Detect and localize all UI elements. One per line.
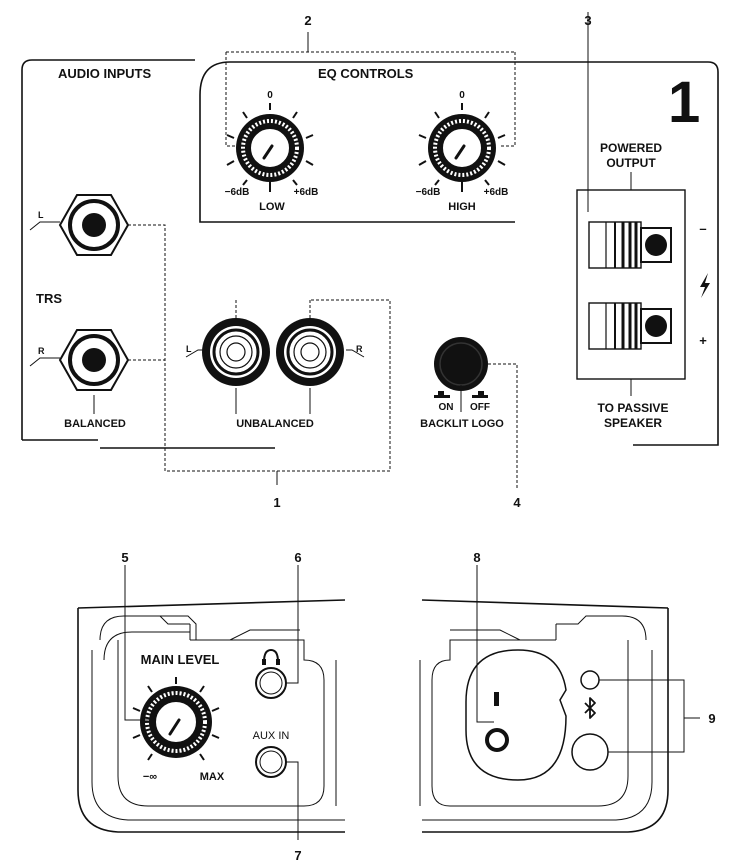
- callout-8: 8: [473, 550, 480, 565]
- trs-label: TRS: [36, 291, 62, 306]
- rca-right-tag: R: [356, 344, 363, 354]
- trs-right-jack[interactable]: [58, 329, 130, 391]
- low-knob-min-label: −6dB: [225, 187, 250, 198]
- high-knob-label: HIGH: [448, 201, 476, 213]
- powered-output-line2: OUTPUT: [606, 156, 656, 170]
- lightning-icon: [700, 273, 710, 298]
- low-knob-center-label: 0: [267, 90, 273, 101]
- callout-3: 3: [584, 13, 591, 28]
- bottom-right-panel: [419, 565, 700, 833]
- bluetooth-icon: [584, 697, 596, 719]
- backlit-logo-button[interactable]: [434, 337, 488, 391]
- powered-output-line1: POWERED: [600, 141, 662, 155]
- rca-left-jack[interactable]: [202, 318, 270, 386]
- rca-right-jack[interactable]: [276, 318, 344, 386]
- high-eq-knob[interactable]: [418, 103, 506, 192]
- low-knob-max-label: +6dB: [294, 187, 319, 198]
- callout-6: 6: [294, 550, 301, 565]
- callout-1: 1: [273, 495, 280, 510]
- power-on-mark: [494, 692, 499, 706]
- callout-9: 9: [708, 711, 715, 726]
- high-knob-max-label: +6dB: [484, 187, 509, 198]
- backlit-on-label: ON: [439, 402, 454, 413]
- rca-left-tag: L: [186, 344, 192, 354]
- main-level-knob[interactable]: [132, 677, 220, 761]
- callout-4: 4: [513, 495, 521, 510]
- power-switch[interactable]: [465, 649, 567, 781]
- main-level-label: MAIN LEVEL: [141, 652, 220, 667]
- unbalanced-label: UNBALANCED: [236, 418, 314, 430]
- bluetooth-pair-button[interactable]: [571, 733, 609, 771]
- high-knob-center-label: 0: [459, 90, 465, 101]
- trs-left-tag: L: [38, 210, 44, 220]
- low-knob-label: LOW: [259, 201, 285, 213]
- bottom-left-panel: MAIN LEVEL −∞ MAX: [77, 565, 346, 840]
- callout-7: 7: [294, 848, 301, 863]
- aux-in-jack[interactable]: [255, 746, 287, 778]
- speaker-terminal-minus[interactable]: [588, 221, 672, 269]
- eq-controls-label: EQ CONTROLS: [318, 66, 414, 81]
- top-panel: AUDIO INPUTS EQ CONTROLS 1: [21, 12, 719, 490]
- headphone-jack[interactable]: [255, 667, 287, 699]
- power-off-mark: [485, 728, 509, 752]
- passive-speaker-line2: SPEAKER: [604, 416, 662, 430]
- terminal-plus-label: +: [699, 333, 707, 348]
- backlit-off-label: OFF: [470, 402, 490, 413]
- backlit-logo-label: BACKLIT LOGO: [420, 418, 504, 430]
- bluetooth-indicator-led: [580, 670, 600, 690]
- low-eq-knob[interactable]: [226, 103, 314, 192]
- callout-2: 2: [304, 13, 311, 28]
- callout-5: 5: [121, 550, 128, 565]
- passive-speaker-line1: TO PASSIVE: [598, 401, 669, 415]
- trs-left-jack[interactable]: [58, 194, 130, 256]
- aux-in-label: AUX IN: [253, 730, 290, 742]
- model-number: 1: [668, 70, 700, 135]
- terminal-minus-label: –: [699, 221, 706, 236]
- high-knob-min-label: −6dB: [416, 187, 441, 198]
- audio-inputs-label: AUDIO INPUTS: [58, 66, 152, 81]
- headphone-icon: [262, 648, 280, 665]
- speaker-terminal-plus[interactable]: [588, 302, 672, 350]
- trs-right-tag: R: [38, 346, 45, 356]
- speaker-terminal-plate: [576, 189, 686, 380]
- main-level-max-label: MAX: [200, 771, 225, 783]
- balanced-label: BALANCED: [64, 418, 126, 430]
- main-level-min-label: −∞: [143, 771, 157, 783]
